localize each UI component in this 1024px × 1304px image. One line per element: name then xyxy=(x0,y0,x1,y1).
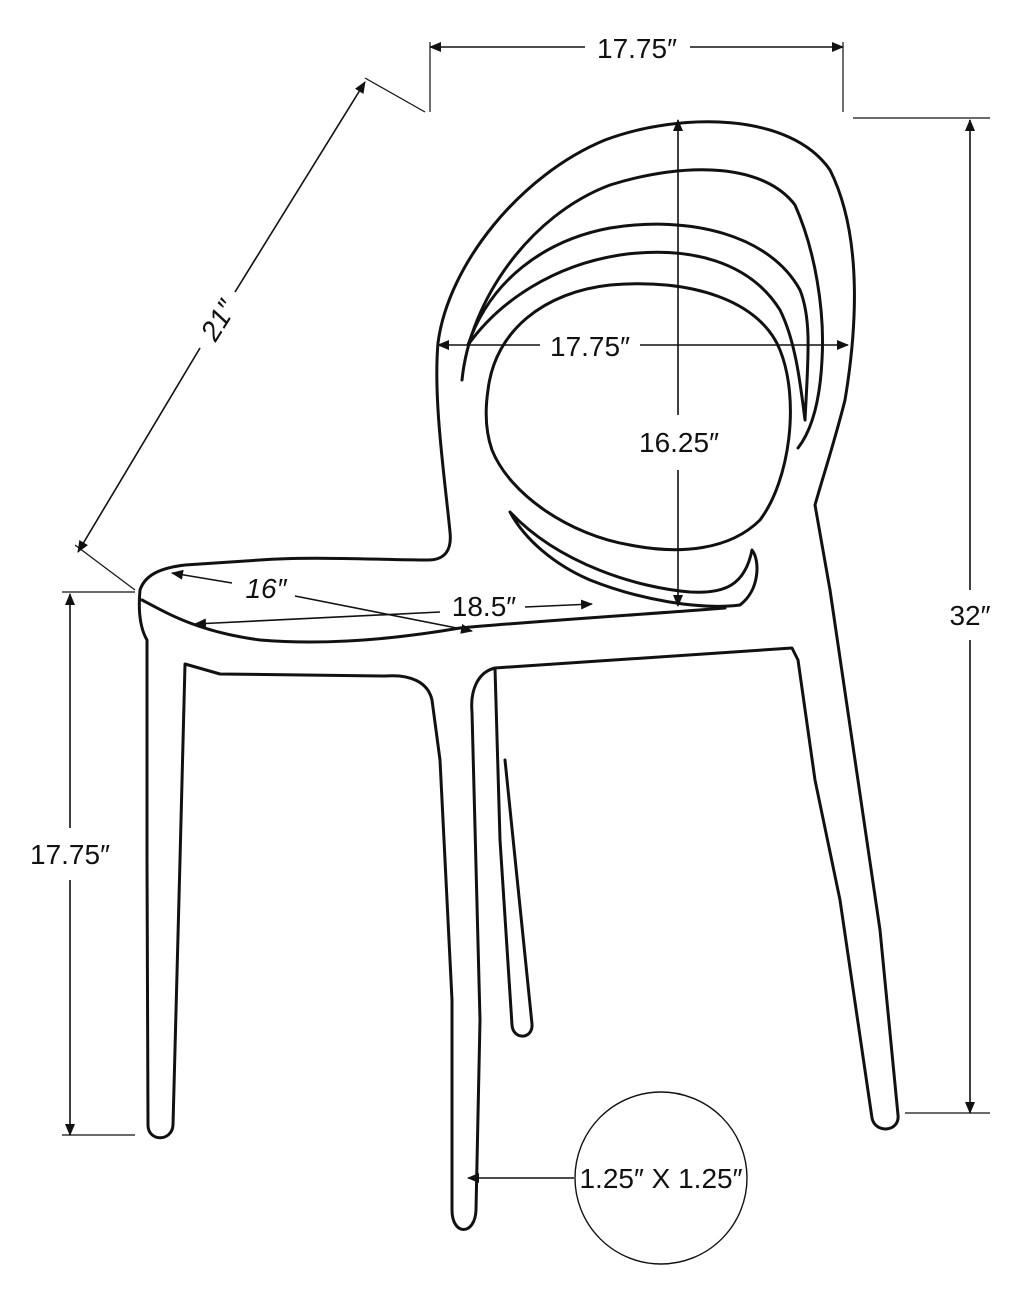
leg-cross-section-circle xyxy=(574,1091,748,1265)
dim-depth-diagonal-label: 21″ xyxy=(194,294,243,347)
dim-leg-size-label: 1.25″ X 1.25″ xyxy=(579,1163,742,1194)
back-crescent-top xyxy=(466,222,810,422)
dim-seat-height-label: 17.75″ xyxy=(30,839,110,870)
dim-top-width-label: 17.75″ xyxy=(597,33,677,64)
back-inner-oval xyxy=(484,282,792,552)
dimension-seat-width: 18.5″ xyxy=(194,591,593,629)
chair-back-outer-outline xyxy=(137,120,900,1231)
chair-drawing xyxy=(137,120,900,1231)
dimension-total-height: 32″ xyxy=(853,117,991,1114)
back-leg-inner xyxy=(493,666,534,1038)
dimension-seat-depth: 16″ xyxy=(171,569,473,634)
dim-total-height-label: 32″ xyxy=(949,600,990,631)
back-inner-rim xyxy=(460,168,824,450)
dim-back-width-label: 17.75″ xyxy=(550,331,630,362)
dimension-leg-size: 1.25″ X 1.25″ xyxy=(467,1091,748,1265)
dimension-top-width: 17.75″ xyxy=(429,33,844,112)
dim-seat-width-label: 18.5″ xyxy=(452,591,516,622)
dimension-back-height: 16.25″ xyxy=(630,119,728,607)
back-lower-crescent xyxy=(508,510,759,608)
dimension-depth-diagonal: 21″ xyxy=(74,77,426,591)
dim-back-height-label: 16.25″ xyxy=(639,427,719,458)
seat-front-edge xyxy=(140,598,727,644)
dimension-back-width: 17.75″ xyxy=(437,328,849,362)
dimension-seat-height: 17.75″ xyxy=(30,591,135,1136)
dim-seat-depth-label: 16″ xyxy=(245,573,287,604)
